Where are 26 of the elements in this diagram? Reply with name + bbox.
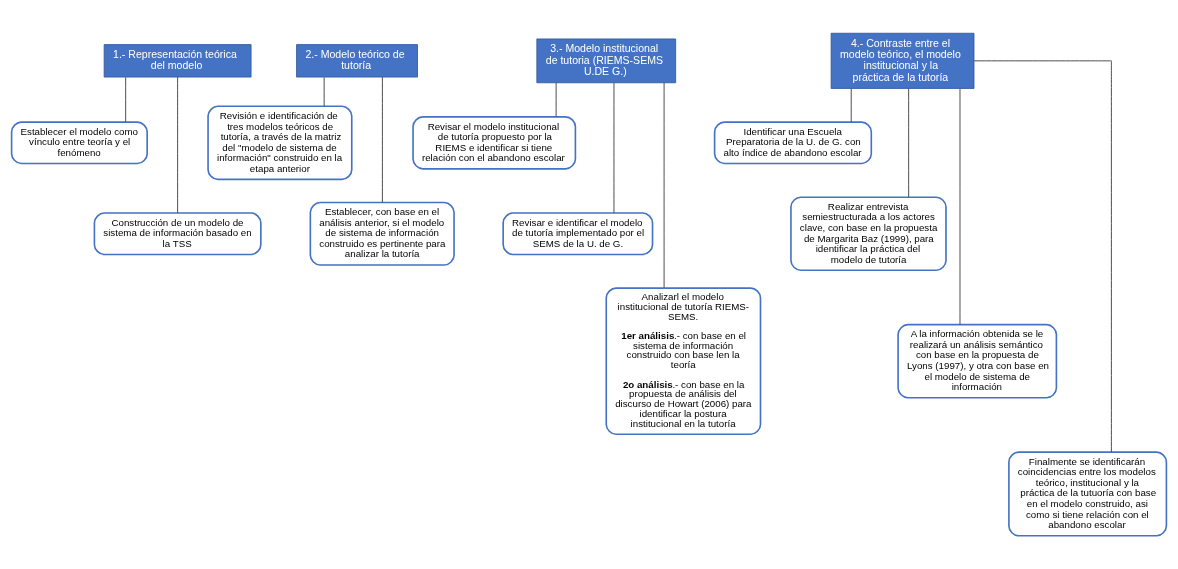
node-box: Establecer el modelo como vínculo entre teoría y el fenómeno (10, 121, 148, 165)
node-box: 3.- Modelo institucional de tutoria (RIEMS-SEMS U.DE G.) (536, 38, 677, 84)
node-box: Establecer, con base en el análisis anterior, si el modelo de sistema de información construido es pertinente para analizar la tutoría (309, 201, 455, 266)
node-box: Revisar el modelo institucional de tutoría propuesto por la RIEMS e identificar si tiene relación con el abandono escolar (412, 116, 577, 170)
connector (381, 76, 383, 203)
node-box: 1.- Representación teórica del modelo (103, 44, 252, 78)
node-box: Analizarl el modelo institucional de tutoría RIEMS-SEMS. 1er análisis.- con base en el sistema de información construido con base len la teoría 2o análisis.- con base en la propuesta de análisis del discurso de Howart (2006) para identificar la postura institucional en la tutoría (605, 287, 762, 436)
connector (663, 82, 665, 289)
connector (973, 60, 1112, 453)
connector (908, 88, 910, 198)
connector (959, 88, 961, 326)
node-box: Construcción de un modelo de sistema de información basado en la TSS (93, 212, 262, 256)
node-box: 2.- Modelo teórico de tutoría (296, 44, 418, 78)
node-box: Realizar entrevista semiestructurada a los actores clave, con base en la propuesta de Margarita Baz (1999), para identificar la práctica del modelo de tutoría (790, 196, 947, 272)
node-box: 4.- Contraste entre el modelo teórico, el modelo institucional y la práctica de la tutoría (830, 32, 975, 89)
node-box: Finalmente se identificarán coincidencias entre los modelos teórico, institucional y la práctica de la tutuoría con base en el modelo construido, asi como si tiene relación con el abandono escolar (1008, 451, 1168, 537)
connector (125, 76, 127, 123)
node-box: A la información obtenida se le realizará un análisis semántico con base en la propuesta de Lyons (1997), y otra con base en el modelo de sistema de información (897, 323, 1058, 399)
connector (850, 88, 852, 123)
node-box: Identificar una Escuela Preparatoria de la U. de G. con alto índice de abandono escolar (713, 121, 873, 165)
connector (555, 82, 557, 118)
node-box: Revisar e identificar el modelo de tutoría implementado por el SEMS de la U. de G. (502, 212, 654, 256)
node-box: Revisión e identificación de tres modelos teóricos de tutoría, a través de la matriz del "modelo de sistema de información" construido en la etapa anterior (207, 105, 353, 181)
connector (613, 82, 615, 214)
connector (323, 76, 325, 107)
connector (177, 76, 179, 214)
